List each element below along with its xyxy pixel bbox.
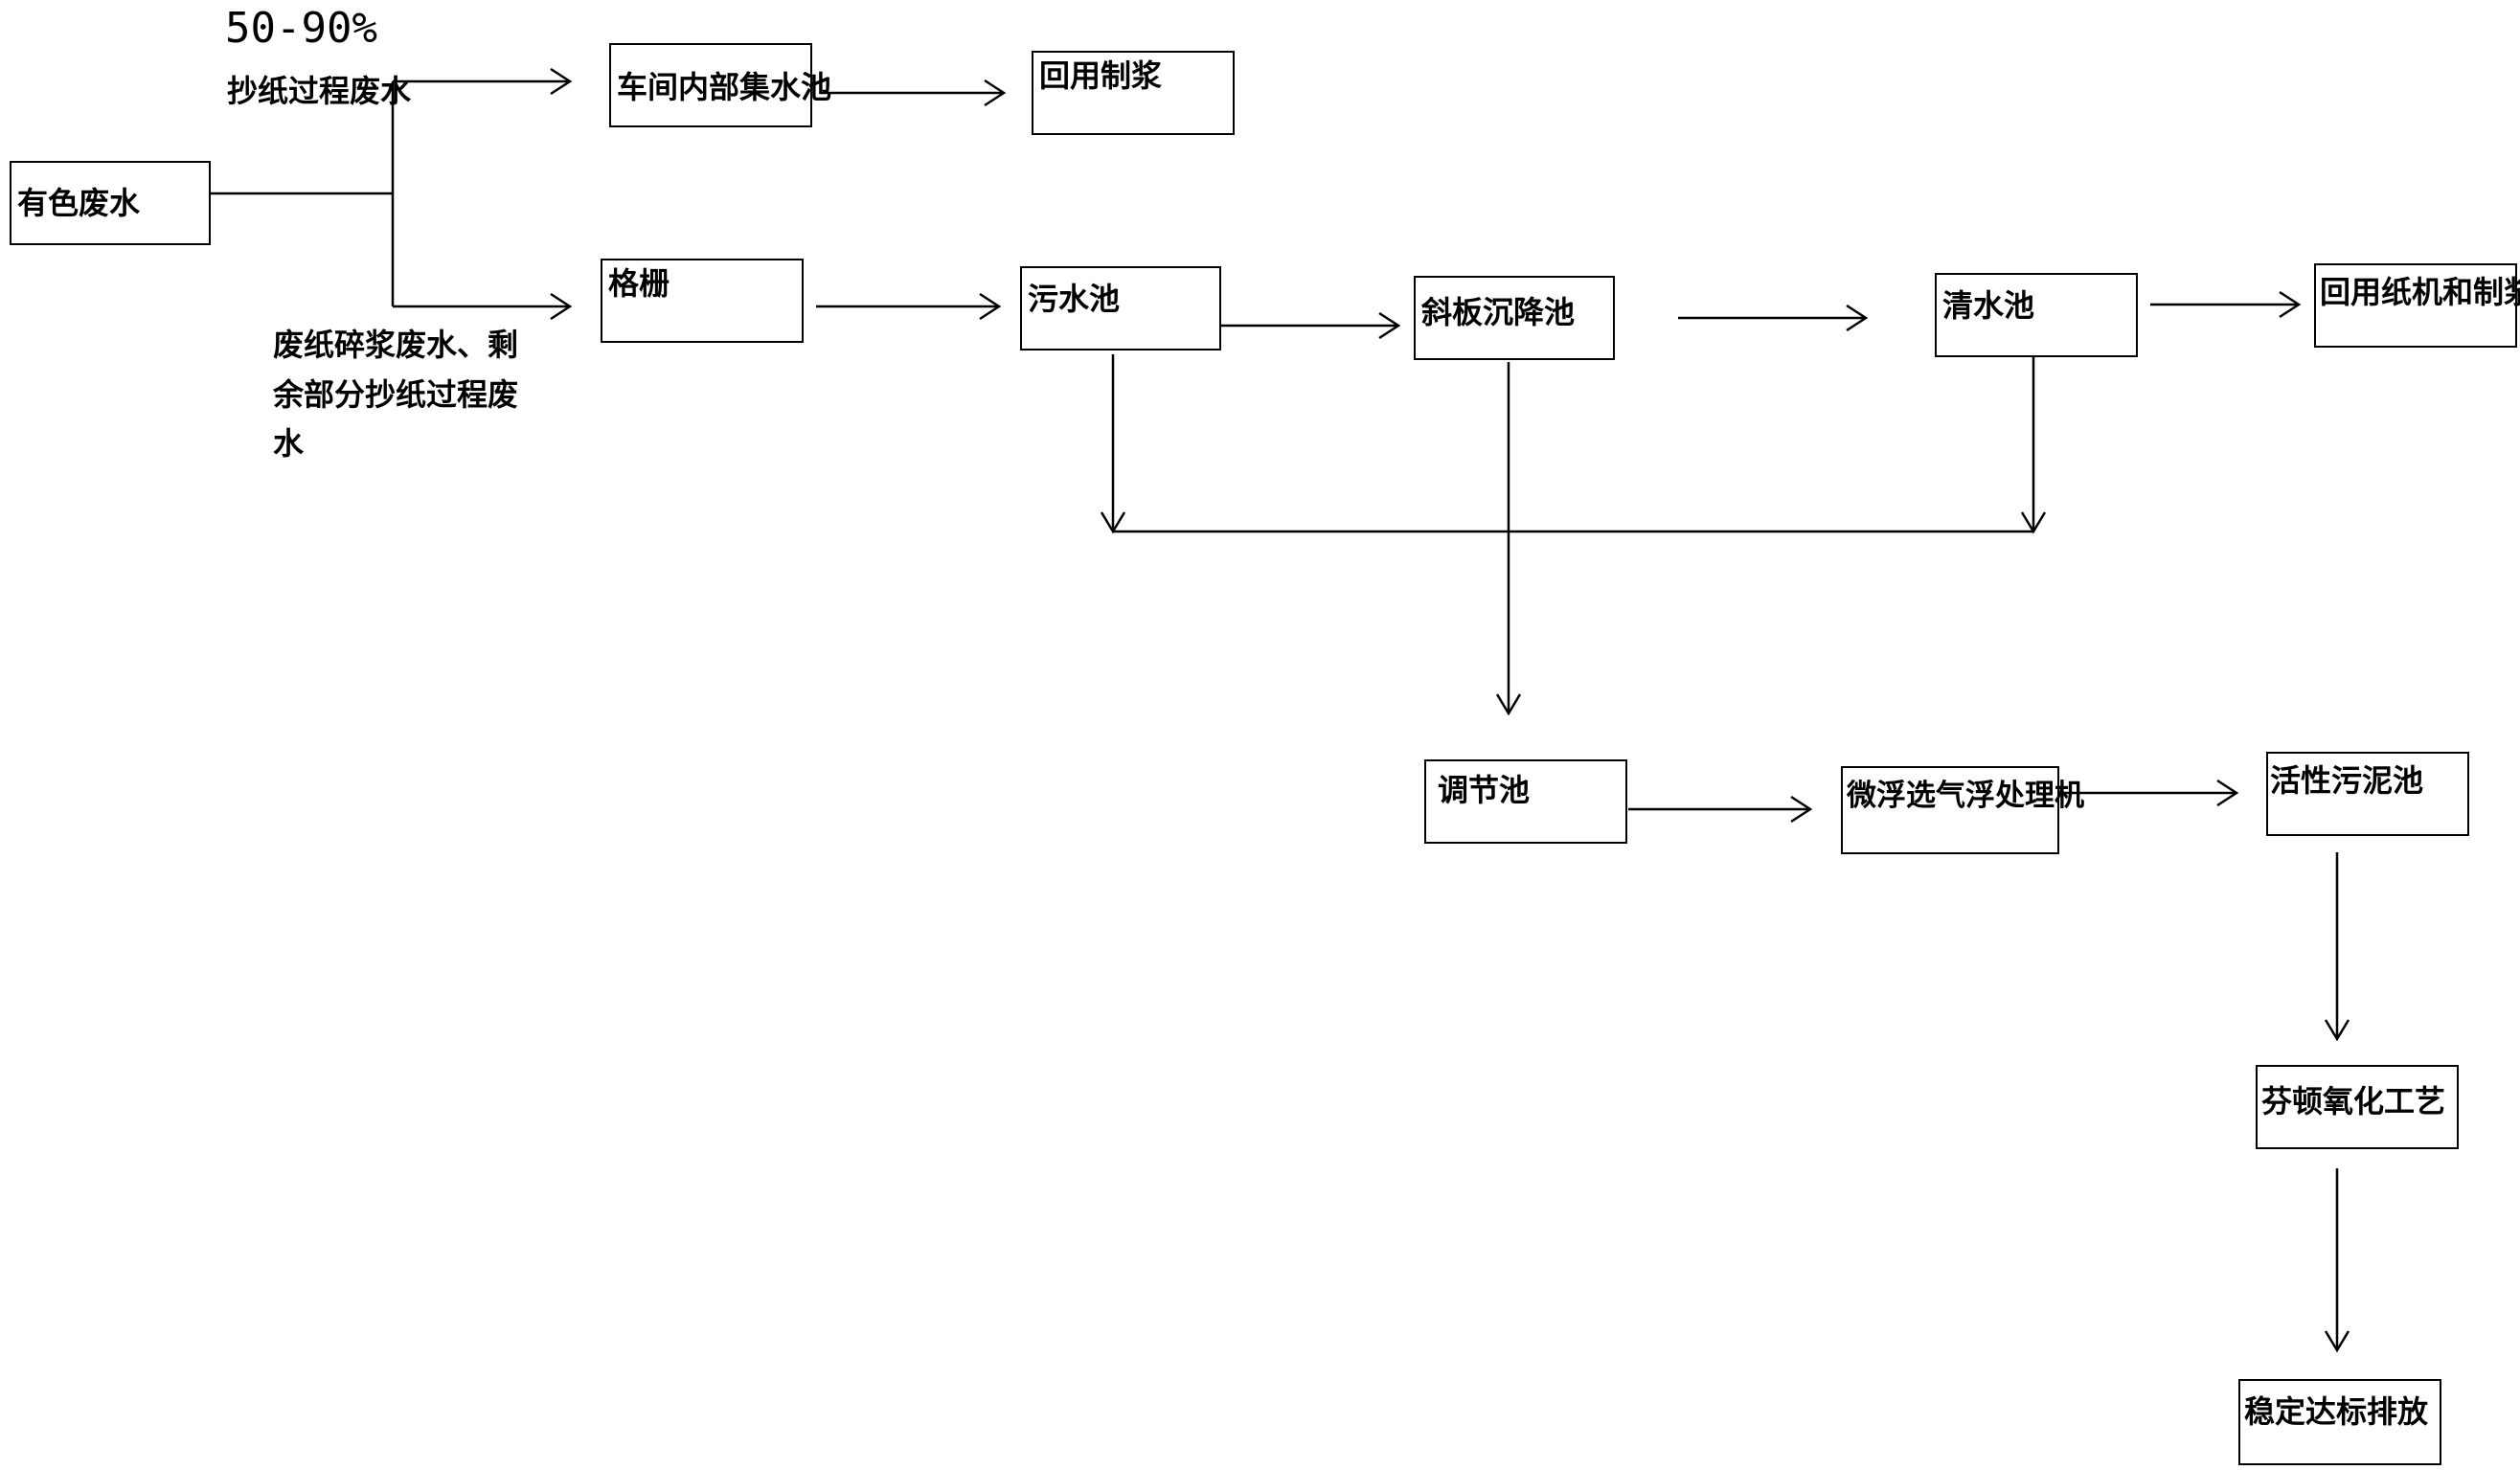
bottom-branch-line-2: 余部分抄纸过程废 [273,375,519,413]
bottom-branch-line-1: 废纸碎浆废水、剩 [273,327,519,363]
arrowhead-bottom-branch [550,292,573,321]
node-label: 微浮选气浮处理机 [1847,779,2084,813]
node-label: 稳定达标排放 [2244,1393,2429,1430]
top-branch-label: 抄纸过程废水 [227,73,412,109]
arrowhead-clear-reuse [2279,290,2302,319]
node-sewage-tank: 污水池 [1020,266,1221,351]
node-label: 斜板沉降池 [1421,294,1576,330]
arrowhead-grille-sewage [979,292,1002,321]
node-stable-discharge: 稳定达标排放 [2238,1379,2441,1465]
node-regulating-tank: 调节池 [1424,759,1627,844]
node-clear-water-tank: 清水池 [1935,273,2138,357]
node-label: 有色废水 [17,185,141,221]
bottom-branch-line-3: 水 [273,425,305,463]
node-label: 清水池 [1942,287,2035,324]
node-label: 调节池 [1438,772,1531,808]
node-label: 格栅 [608,265,670,302]
node-colored-wastewater: 有色废水 [10,161,211,245]
arrowhead-fenton-discharge [2324,1330,2350,1353]
node-label: 车间内部集水池 [617,69,832,105]
node-micro-flotation-machine: 微浮选气浮处理机 [1841,766,2084,854]
node-label: 污水池 [1028,281,1121,317]
node-reuse-pulping: 回用制浆 [1032,51,1235,135]
bottom-branch-label: 废纸碎浆废水、剩 余部分抄纸过程废 水 [273,326,518,464]
node-inclined-plate-settler: 斜板沉降池 [1414,276,1615,360]
arrowhead-settler-regulating [1495,693,1522,716]
percentage-annotation: 50-90% [225,4,377,53]
node-reuse-paper-machine-pulping: 回用纸机和制浆 [2314,263,2520,348]
arrowhead-sewage-settler [1378,311,1401,340]
arrowhead-collect-reuse [984,79,1007,107]
arrowhead-regulating-flotation [1790,795,1813,824]
node-activated-sludge-tank: 活性污泥池 [2266,752,2469,836]
node-grille: 格栅 [601,259,804,343]
node-label: 回用纸机和制浆 [2320,274,2520,310]
node-label: 芬顿氧化工艺 [2261,1083,2446,1119]
arrowhead-sludge-fenton [2324,1019,2350,1042]
arrowhead-flotation-sludge [2216,779,2239,807]
node-label: 回用制浆 [1039,57,1163,94]
node-workshop-collection-tank: 车间内部集水池 [609,43,831,127]
node-label: 活性污泥池 [2270,762,2424,799]
arrowhead-top-branch [550,67,573,96]
node-fenton-oxidation: 芬顿氧化工艺 [2256,1065,2459,1149]
arrowhead-settler-clear [1846,304,1869,332]
